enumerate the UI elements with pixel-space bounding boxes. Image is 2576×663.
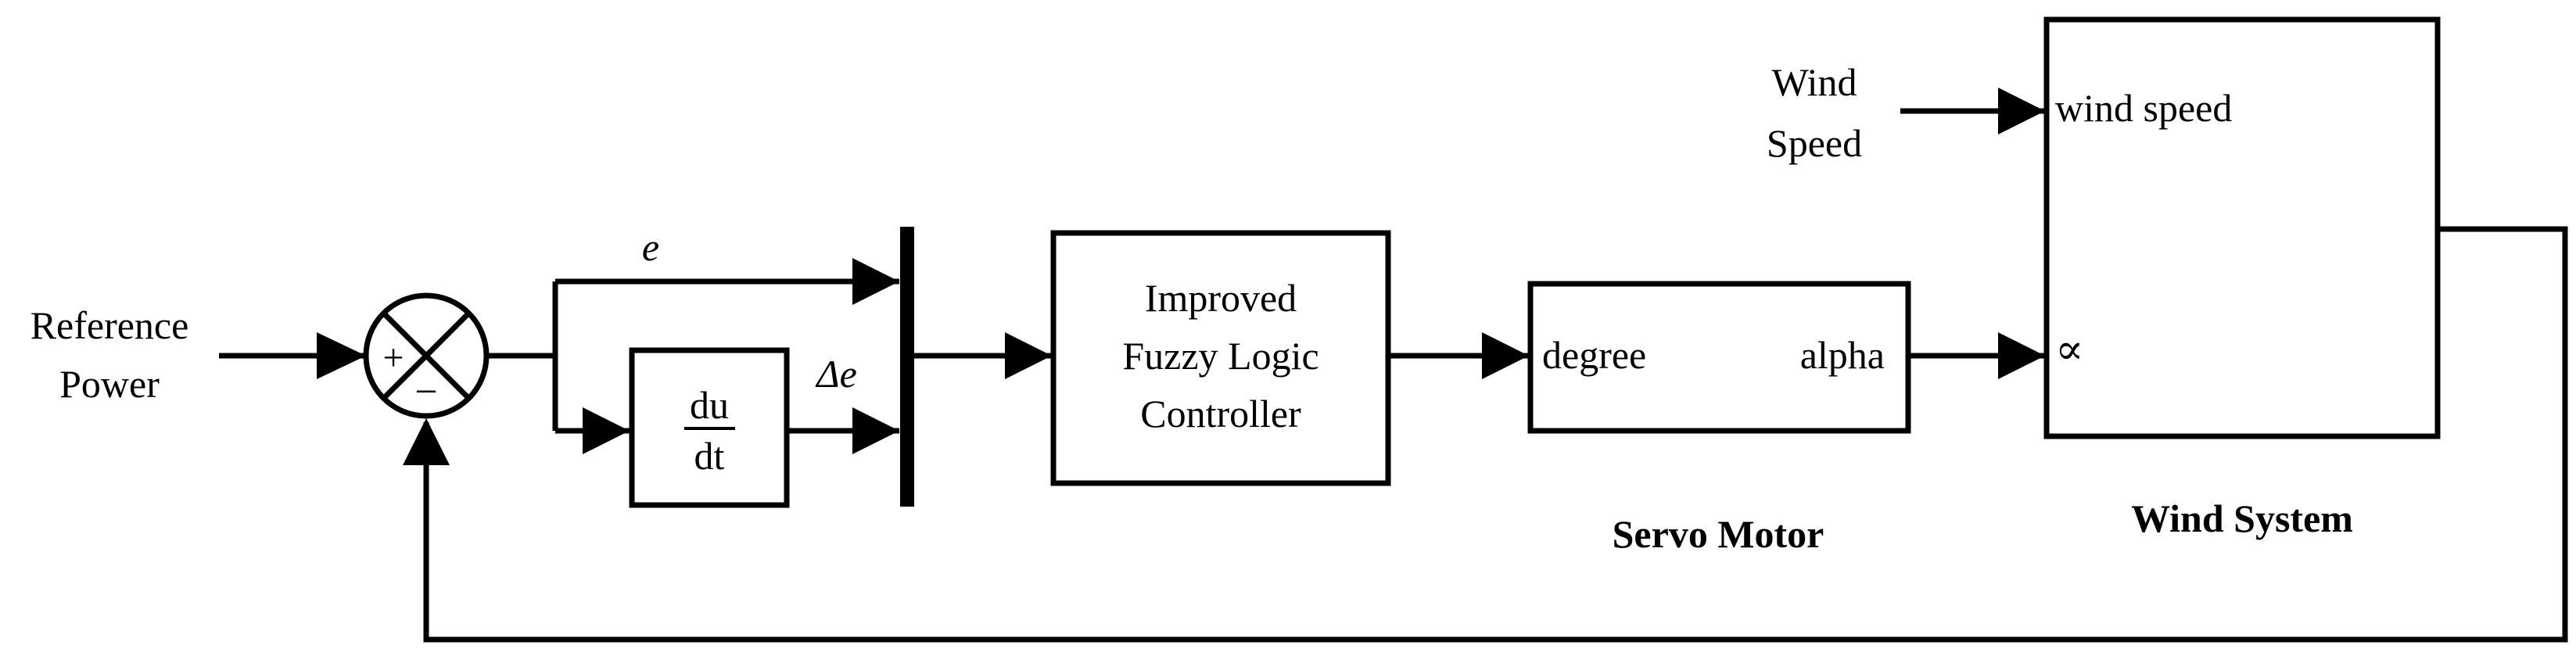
reference-power-label-line1: Reference xyxy=(30,303,189,347)
controller-label-line2: Fuzzy Logic xyxy=(1122,334,1318,378)
wind-system-block xyxy=(2043,16,2441,439)
wind-system-wind-port-label: wind speed xyxy=(2055,86,2232,130)
wind-system-alpha-port-label: ∝ xyxy=(2055,326,2084,373)
derivative-input-arrowhead xyxy=(583,407,630,454)
feedback-arrowhead xyxy=(403,418,450,465)
delta-error-arrowhead xyxy=(852,407,899,454)
derivative-numerator: du xyxy=(690,383,729,427)
servo-input-port-label: degree xyxy=(1542,333,1646,377)
junction-cross-2 xyxy=(381,310,472,401)
wind-speed-label-line1: Wind xyxy=(1771,60,1857,104)
wind-system-caption: Wind System xyxy=(2131,496,2353,540)
reference-arrowhead xyxy=(317,332,366,379)
controller-label-line3: Controller xyxy=(1140,392,1301,435)
servo-motor-caption: Servo Motor xyxy=(1613,512,1824,556)
error-signal-label: e xyxy=(642,225,659,269)
servo-input-arrowhead xyxy=(1482,332,1529,379)
delta-error-label: Δe xyxy=(815,352,857,396)
controller-input-arrowhead xyxy=(1005,332,1052,379)
plus-sign: + xyxy=(382,337,404,378)
derivative-denominator: dt xyxy=(694,434,725,478)
error-arrowhead xyxy=(852,258,899,305)
wind-speed-label-line2: Speed xyxy=(1767,121,1862,165)
wind-speed-arrowhead xyxy=(1998,88,2045,134)
controller-label-line1: Improved xyxy=(1145,276,1297,320)
derivative-block xyxy=(629,347,790,508)
wind-system-alpha-arrowhead xyxy=(1998,332,2045,379)
minus-sign: − xyxy=(414,370,437,414)
feedback-path xyxy=(423,226,2568,643)
reference-power-label-line2: Power xyxy=(59,362,160,406)
servo-output-port-label: alpha xyxy=(1800,333,1885,377)
